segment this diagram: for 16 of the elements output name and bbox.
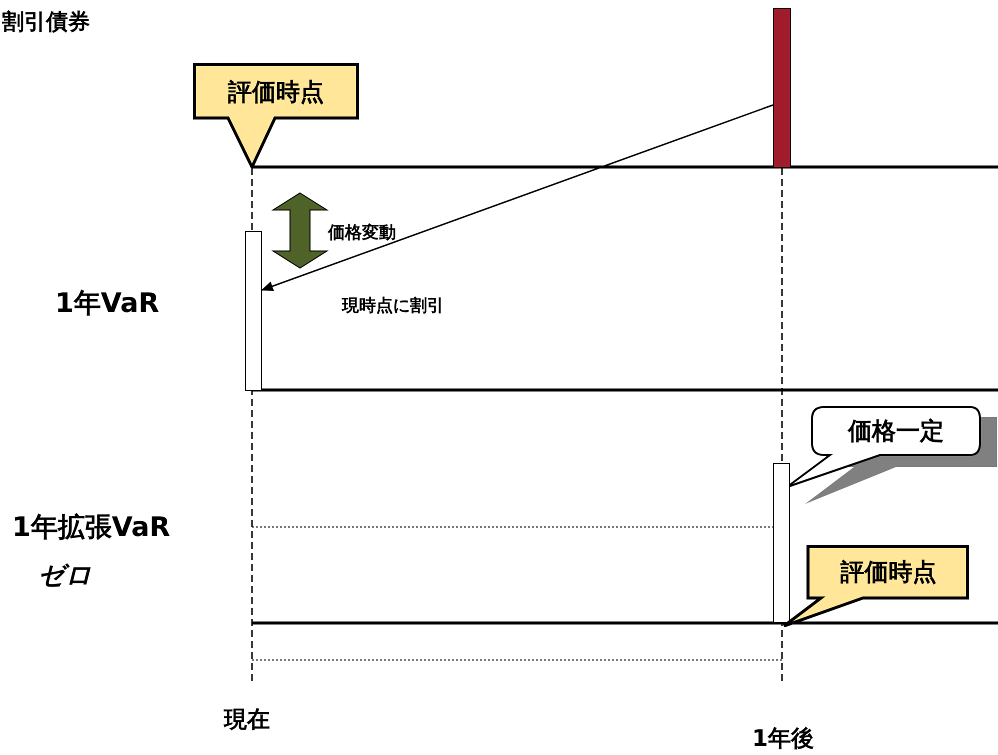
price-bar (245, 231, 262, 391)
callout-text: 価格一定 (848, 416, 944, 447)
value-label: ゼロ (38, 560, 92, 593)
axis-label: 1年後 (752, 725, 814, 754)
chart-title: 割引債券 (2, 9, 90, 37)
axis-label: 現在 (224, 706, 270, 735)
callout-text: 評価時点 (228, 76, 324, 108)
callout-box (783, 545, 969, 627)
row-label: 1年VaR (55, 287, 160, 321)
callout-box (193, 63, 359, 168)
price-bar (773, 463, 790, 623)
row-label: 1年拡張VaR (12, 511, 170, 545)
arrow (261, 104, 774, 291)
price-bar (773, 8, 791, 168)
annotation-label: 価格変動 (328, 222, 396, 245)
callout-text: 評価時点 (840, 557, 936, 588)
